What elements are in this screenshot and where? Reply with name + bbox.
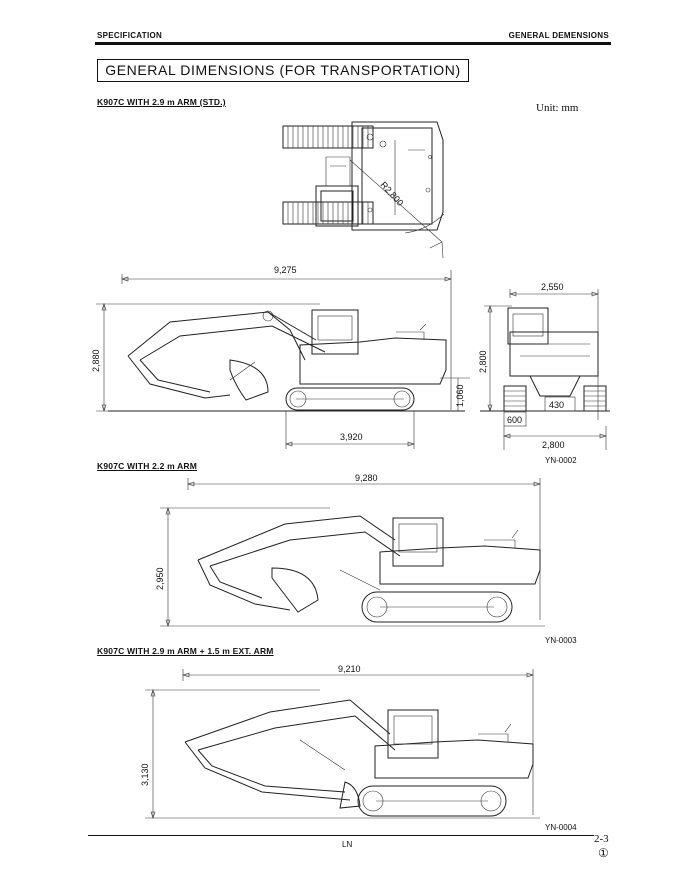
page-number: 2-3 <box>594 833 609 845</box>
rear-height-dim: 2,800 <box>478 350 488 373</box>
clearance-height-dim: 1,060 <box>455 384 465 407</box>
footer-center: LN <box>342 840 353 849</box>
rear-view-drawing: 2,550 2,800 430 600 2,800 <box>478 282 610 450</box>
shoe-width-dim: 600 <box>507 415 522 425</box>
rear-width-dim: 2,550 <box>541 282 564 292</box>
header-right: GENERAL DEMENSIONS <box>508 31 609 40</box>
footer-rule <box>88 835 594 836</box>
side-view-drawing: 9,275 2,880 1,060 3,920 <box>91 265 470 449</box>
unit-label: Unit: mm <box>536 102 579 114</box>
track-gauge-dim: 2,800 <box>542 440 565 450</box>
figure-id-3: YN-0004 <box>545 823 577 832</box>
s2-length-dim: 9,280 <box>355 473 378 483</box>
overall-length-dim: 9,275 <box>274 265 297 275</box>
overall-height-dim: 2,880 <box>91 349 101 372</box>
section-1-caption: K907C WITH 2.9 m ARM (STD.) <box>97 97 226 107</box>
track-length-dim: 3,920 <box>340 432 363 442</box>
section-2-caption: K907C WITH 2.2 m ARM <box>97 461 198 471</box>
s3-length-dim: 9,210 <box>338 664 361 674</box>
ground-clearance-dim: 430 <box>549 400 564 410</box>
top-view-drawing: R2,800 <box>282 121 445 259</box>
s2-height-dim: 2,950 <box>155 567 165 590</box>
section-3-caption: K907C WITH 2.9 m ARM + 1.5 m EXT. ARM <box>97 646 274 656</box>
header-left: SPECIFICATION <box>97 31 163 40</box>
header-rule <box>95 42 611 45</box>
page-title: GENERAL DIMENSIONS (FOR TRANSPORTATION) <box>97 59 469 82</box>
figure-id-2: YN-0003 <box>545 636 577 645</box>
s3-height-dim: 3,130 <box>140 763 150 786</box>
revision-mark: ① <box>598 846 609 860</box>
figure-id-1: YN-0002 <box>545 456 577 465</box>
